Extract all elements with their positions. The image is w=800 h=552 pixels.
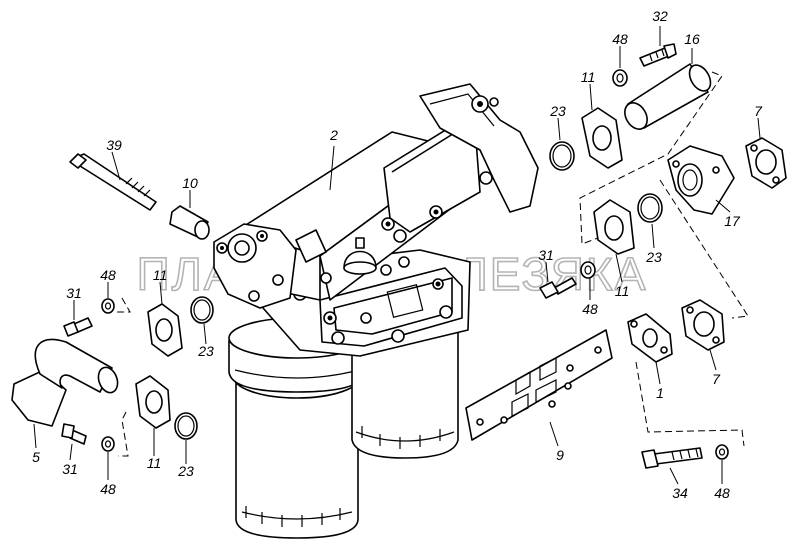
callout-2: 2 (329, 127, 338, 143)
callout-1: 1 (656, 385, 664, 401)
callout-31-left: 31 (66, 285, 82, 301)
washer-48a (612, 69, 628, 87)
callout-labels: 2 32 48 16 11 23 7 39 10 17 23 31 11 48 … (32, 8, 763, 501)
callout-10: 10 (182, 175, 198, 191)
washer-48e (715, 444, 729, 460)
callout-17: 17 (724, 213, 741, 229)
gasket-7a (745, 137, 787, 189)
gasket-11a (581, 107, 623, 169)
leader-lines (33, 26, 761, 485)
outlet-flange-left (213, 223, 297, 309)
callout-11-bottom: 11 (147, 455, 162, 471)
callout-23-top: 23 (549, 103, 566, 119)
callout-48-bottom: 48 (100, 481, 116, 497)
bolt-34 (641, 447, 703, 469)
bolt-31b (63, 317, 93, 337)
callout-32: 32 (652, 8, 668, 24)
flange-17 (667, 145, 735, 215)
callout-48-top: 48 (612, 31, 628, 47)
callout-16: 16 (684, 31, 700, 47)
tube-16 (624, 63, 712, 130)
washer-48b (580, 261, 596, 279)
callout-48-mid: 48 (582, 301, 598, 317)
sleeve-10 (169, 205, 210, 240)
callout-48-right: 48 (714, 485, 730, 501)
callout-11-left: 11 (153, 267, 168, 283)
plate-9 (465, 329, 613, 441)
callout-48-left: 48 (100, 267, 116, 283)
callout-11-mid: 11 (615, 283, 630, 299)
callout-7-mid: 7 (712, 371, 721, 387)
callout-31-mid: 31 (538, 247, 554, 263)
filter-canister-rear (351, 330, 459, 459)
bolt-32 (639, 43, 677, 67)
callout-23-left: 23 (197, 343, 214, 359)
callout-23-bottom: 23 (177, 463, 194, 479)
callout-34: 34 (672, 485, 688, 501)
oring-23d (174, 412, 198, 440)
oring-23b (637, 193, 663, 223)
assembly-dashed-lines (116, 71, 749, 457)
gasket-7b (681, 299, 725, 351)
callout-31-bottom: 31 (62, 461, 78, 477)
bolt-39 (69, 153, 157, 211)
washer-48d (101, 436, 115, 452)
filter-head-body (237, 83, 539, 301)
bolt-31c (61, 423, 87, 445)
flange-1 (627, 313, 673, 363)
callout-5: 5 (32, 449, 40, 465)
callout-23-mid: 23 (645, 249, 662, 265)
oring-23c (190, 296, 214, 324)
gasket-11c (147, 303, 183, 357)
elbow-pipe-5 (11, 338, 119, 427)
oring-23a (549, 141, 575, 171)
callout-39: 39 (106, 137, 122, 153)
washer-48c (101, 298, 115, 314)
gasket-11b (593, 199, 635, 255)
callout-7-top: 7 (754, 103, 763, 119)
callout-9: 9 (556, 447, 564, 463)
callout-11-top: 11 (581, 69, 596, 85)
gasket-11d (135, 375, 171, 429)
bolt-31a (539, 277, 577, 299)
